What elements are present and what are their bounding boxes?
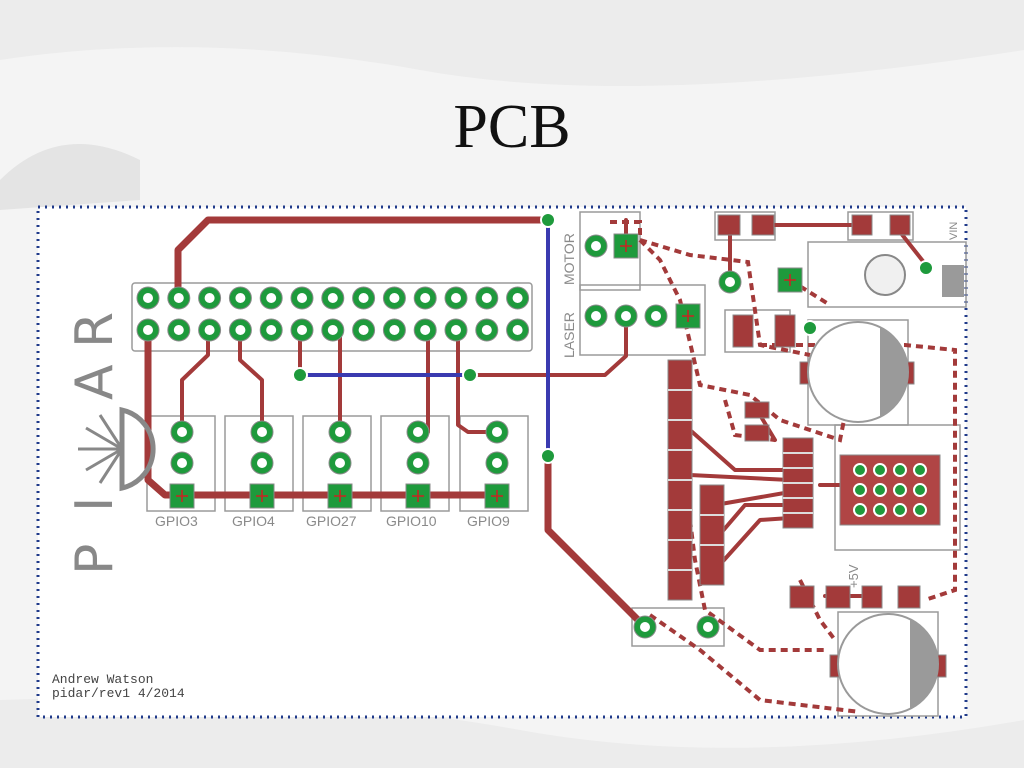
credits-revision: pidar/rev1 4/2014	[52, 686, 185, 701]
capacitor-top-band	[880, 327, 909, 417]
through-hole-drill	[451, 325, 461, 335]
through-hole-drill	[651, 311, 661, 321]
through-hole-drill	[481, 293, 492, 303]
through-hole-drill	[335, 427, 345, 437]
through-hole-drill	[512, 325, 523, 335]
square-pads	[169, 233, 803, 509]
through-hole-drill	[143, 293, 153, 303]
blue-layer-traces	[300, 222, 550, 455]
signal-traces	[180, 218, 928, 598]
through-hole-drill	[358, 293, 369, 303]
gpio-label-1: GPIO3	[155, 513, 198, 529]
through-hole-drill	[177, 427, 187, 437]
through-hole-drill	[725, 277, 735, 287]
through-hole-drill	[257, 458, 267, 468]
through-hole-drill	[297, 293, 307, 303]
logo-d-sunburst	[119, 406, 156, 492]
through-hole-drill	[335, 458, 345, 468]
through-hole-drill	[492, 427, 502, 437]
through-hole-drill	[481, 325, 492, 335]
vias	[292, 212, 934, 464]
through-hole-drill	[591, 241, 601, 251]
through-hole-drill	[327, 325, 338, 335]
through-hole-drill	[389, 293, 400, 303]
through-hole-drill	[173, 293, 184, 303]
through-hole-drill	[266, 325, 277, 335]
through-hole-drill	[451, 293, 461, 303]
through-hole-drill	[235, 325, 246, 335]
five-v-label: +5V	[846, 564, 861, 588]
through-hole-drill	[621, 311, 631, 321]
through-hole-drill	[389, 325, 400, 335]
laser-connector-label: LASER	[561, 312, 577, 358]
logo-letter-r: R	[65, 312, 125, 348]
motor-connector-label: MOTOR	[561, 233, 577, 285]
through-hole-drill	[204, 293, 215, 303]
smd-pad-dividers	[668, 389, 813, 571]
through-hole-drill	[640, 622, 650, 632]
gpio-label-2: GPIO4	[232, 513, 275, 529]
through-hole-drill	[420, 293, 431, 303]
logo-sunburst-rays	[78, 414, 124, 484]
slide-title: PCB	[453, 93, 571, 161]
through-hole-drill	[492, 458, 502, 468]
through-hole-drill	[327, 293, 338, 303]
through-hole-pads	[136, 234, 742, 639]
gpio-labels: GPIO3 GPIO4 GPIO27 GPIO10 GPIO9	[155, 513, 510, 529]
through-hole-drill	[235, 293, 246, 303]
through-hole-drill	[266, 293, 277, 303]
through-hole-drill	[703, 622, 713, 632]
logo-letter-i: I	[65, 497, 125, 512]
thermal-via-array	[853, 463, 927, 517]
through-hole-drill	[297, 325, 307, 335]
credits-author: Andrew Watson	[52, 672, 153, 687]
logo-letter-p: P	[65, 544, 125, 575]
through-hole-drill	[143, 325, 153, 335]
through-hole-drill	[173, 325, 184, 335]
crystal-outline	[864, 254, 906, 296]
through-hole-drill	[204, 325, 215, 335]
through-hole-drill	[420, 325, 431, 335]
regulator-tab	[942, 265, 964, 297]
through-hole-drill	[413, 458, 423, 468]
through-hole-drill	[591, 311, 601, 321]
through-hole-drill	[257, 427, 267, 437]
through-hole-drill	[512, 293, 523, 303]
vin-label: VIN	[948, 222, 960, 240]
through-hole-drill	[413, 427, 423, 437]
gpio-label-5: GPIO9	[467, 513, 510, 529]
pad-crosshairs	[176, 240, 796, 502]
through-hole-drill	[177, 458, 187, 468]
through-hole-drill	[358, 325, 369, 335]
capacitor-bottom-band	[910, 619, 939, 709]
logo-letter-a: A	[65, 364, 125, 400]
gpio-label-4: GPIO10	[386, 513, 437, 529]
pidar-logo: P I A R	[65, 312, 156, 575]
gpio-label-3: GPIO27	[306, 513, 357, 529]
